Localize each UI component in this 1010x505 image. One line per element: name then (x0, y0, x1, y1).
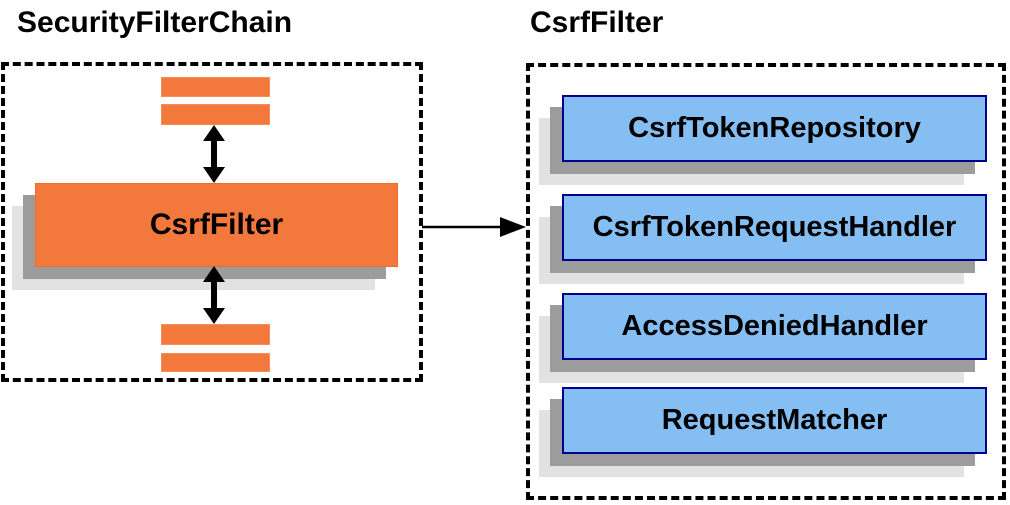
right-arrow-icon (422, 217, 526, 237)
csrf-token-request-handler-card: CsrfTokenRequestHandler (562, 194, 987, 261)
filter-placeholder-bar (161, 104, 270, 125)
card-label: AccessDeniedHandler (621, 310, 928, 342)
card-label: CsrfTokenRequestHandler (592, 211, 957, 243)
security-filter-chain-title: SecurityFilterChain (17, 6, 293, 39)
csrf-token-repository-card: CsrfTokenRepository (562, 95, 987, 162)
filter-placeholder-bar (161, 353, 270, 372)
security-filter-chain-box: CsrfFilter (1, 62, 423, 382)
card-label: CsrfTokenRepository (628, 112, 921, 144)
csrf-filter-card-label: CsrfFilter (149, 208, 284, 241)
request-matcher-card: RequestMatcher (562, 387, 987, 454)
csrf-filter-title: CsrfFilter (530, 6, 664, 39)
filter-placeholder-bar (161, 324, 270, 345)
filter-placeholder-bar (161, 77, 270, 97)
csrf-filter-card: CsrfFilter (35, 183, 398, 267)
bidirectional-arrow-icon (203, 266, 225, 324)
bidirectional-arrow-icon (203, 125, 225, 183)
access-denied-handler-card: AccessDeniedHandler (562, 293, 987, 360)
csrf-filter-components-box: CsrfTokenRepository CsrfTokenRequestHand… (526, 63, 1006, 500)
card-label: RequestMatcher (661, 404, 888, 436)
